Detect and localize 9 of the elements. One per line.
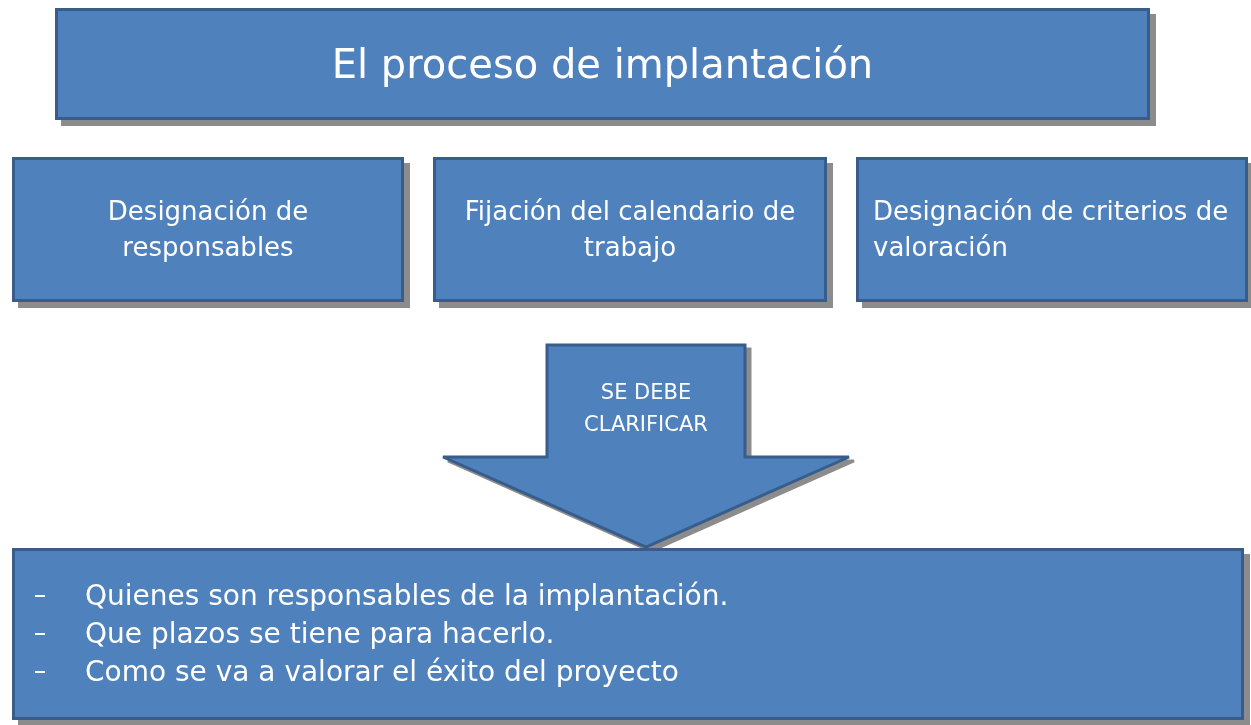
list-item: Quienes son responsables de la implantación. [85, 578, 729, 615]
box-label: Fijación del calendario de trabajo [463, 195, 797, 264]
edge-label: SE DEBE CLARIFICAR [583, 379, 709, 438]
list-item: Como se va a valorar el éxito del proyecto [85, 653, 679, 690]
box-label: Designación de responsables [106, 195, 310, 264]
title: El proceso de implantación [331, 40, 874, 89]
box-label: Designación de criterios de valoración [873, 195, 1230, 264]
list-item: Que plazos se tiene para hacerlo. [85, 616, 555, 653]
block-arrow [441, 343, 851, 549]
